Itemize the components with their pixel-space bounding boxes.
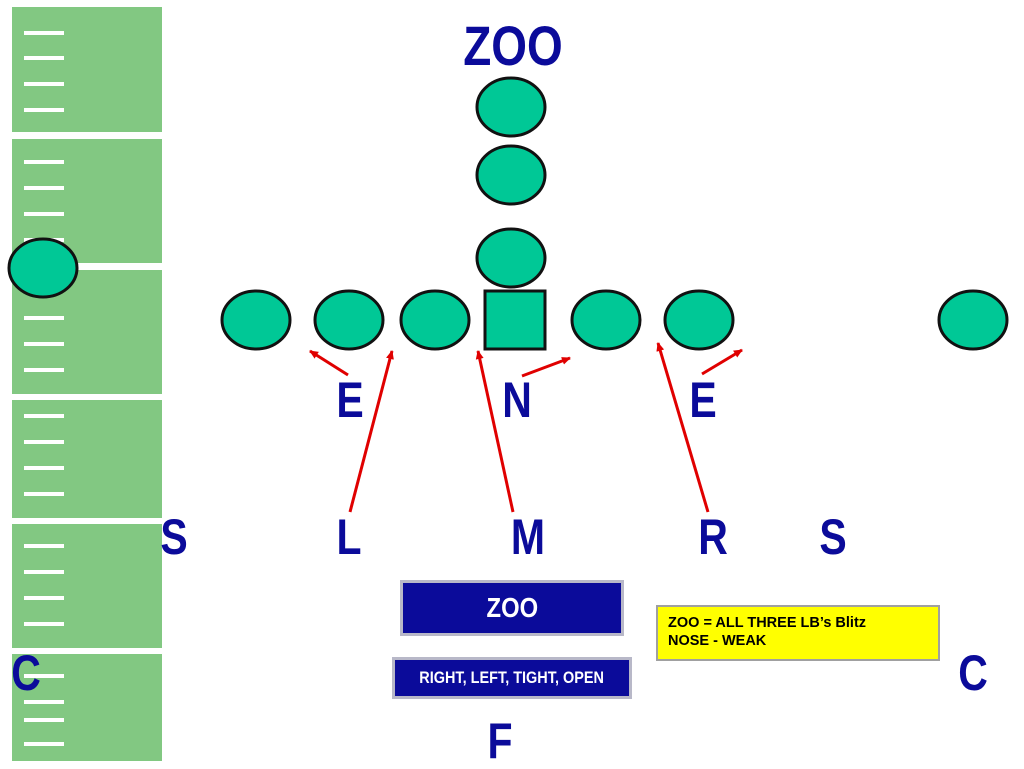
label-safety-right: S <box>819 509 847 565</box>
player-circle <box>937 289 1009 351</box>
field-section <box>12 524 162 648</box>
label-corner-left: C <box>11 645 41 701</box>
call-box: ZOO <box>400 580 624 636</box>
player-circle <box>475 227 547 289</box>
field-sideline <box>12 7 162 761</box>
player-circle <box>399 289 471 351</box>
play-title: ZOO <box>463 14 563 77</box>
call-box-text: ZOO <box>486 592 538 623</box>
player-circle <box>475 144 547 206</box>
field-section <box>12 7 162 132</box>
player-circle <box>7 237 79 299</box>
label-safety-left: S <box>160 509 188 565</box>
arrow-lb-right <box>656 342 710 513</box>
player-circle <box>313 289 385 351</box>
note-line-2: NOSE - WEAK <box>668 633 767 649</box>
yard-hash-marks <box>24 31 64 746</box>
movement-arrows <box>309 342 743 513</box>
options-box: RIGHT, LEFT, TIGHT, OPEN <box>392 657 632 699</box>
label-corner-right: C <box>958 645 988 701</box>
player-circle <box>570 289 642 351</box>
arrow-lb-middle <box>475 350 515 513</box>
offense-players <box>7 76 1009 351</box>
center-square <box>483 289 547 351</box>
arrow-end-left <box>309 349 349 377</box>
label-lb-left: L <box>336 509 362 565</box>
player-circle <box>220 289 292 351</box>
label-end-left: E <box>336 372 364 428</box>
options-box-text: RIGHT, LEFT, TIGHT, OPEN <box>419 668 605 687</box>
label-lb-right: R <box>698 509 728 565</box>
player-circle <box>475 76 547 138</box>
note-line-1: ZOO = ALL THREE LB’s Blitz <box>668 615 867 631</box>
arrow-lb-left <box>348 350 394 513</box>
label-end-right: E <box>689 372 717 428</box>
arrow-end-right <box>701 348 743 376</box>
label-free-safety: F <box>487 713 513 769</box>
player-circle <box>663 289 735 351</box>
note-box: ZOO = ALL THREE LB’s Blitz NOSE - WEAK <box>656 605 940 661</box>
label-nose: N <box>502 372 532 428</box>
label-lb-middle: M <box>510 509 546 565</box>
field-section <box>12 400 162 518</box>
arrow-nose <box>521 356 571 378</box>
